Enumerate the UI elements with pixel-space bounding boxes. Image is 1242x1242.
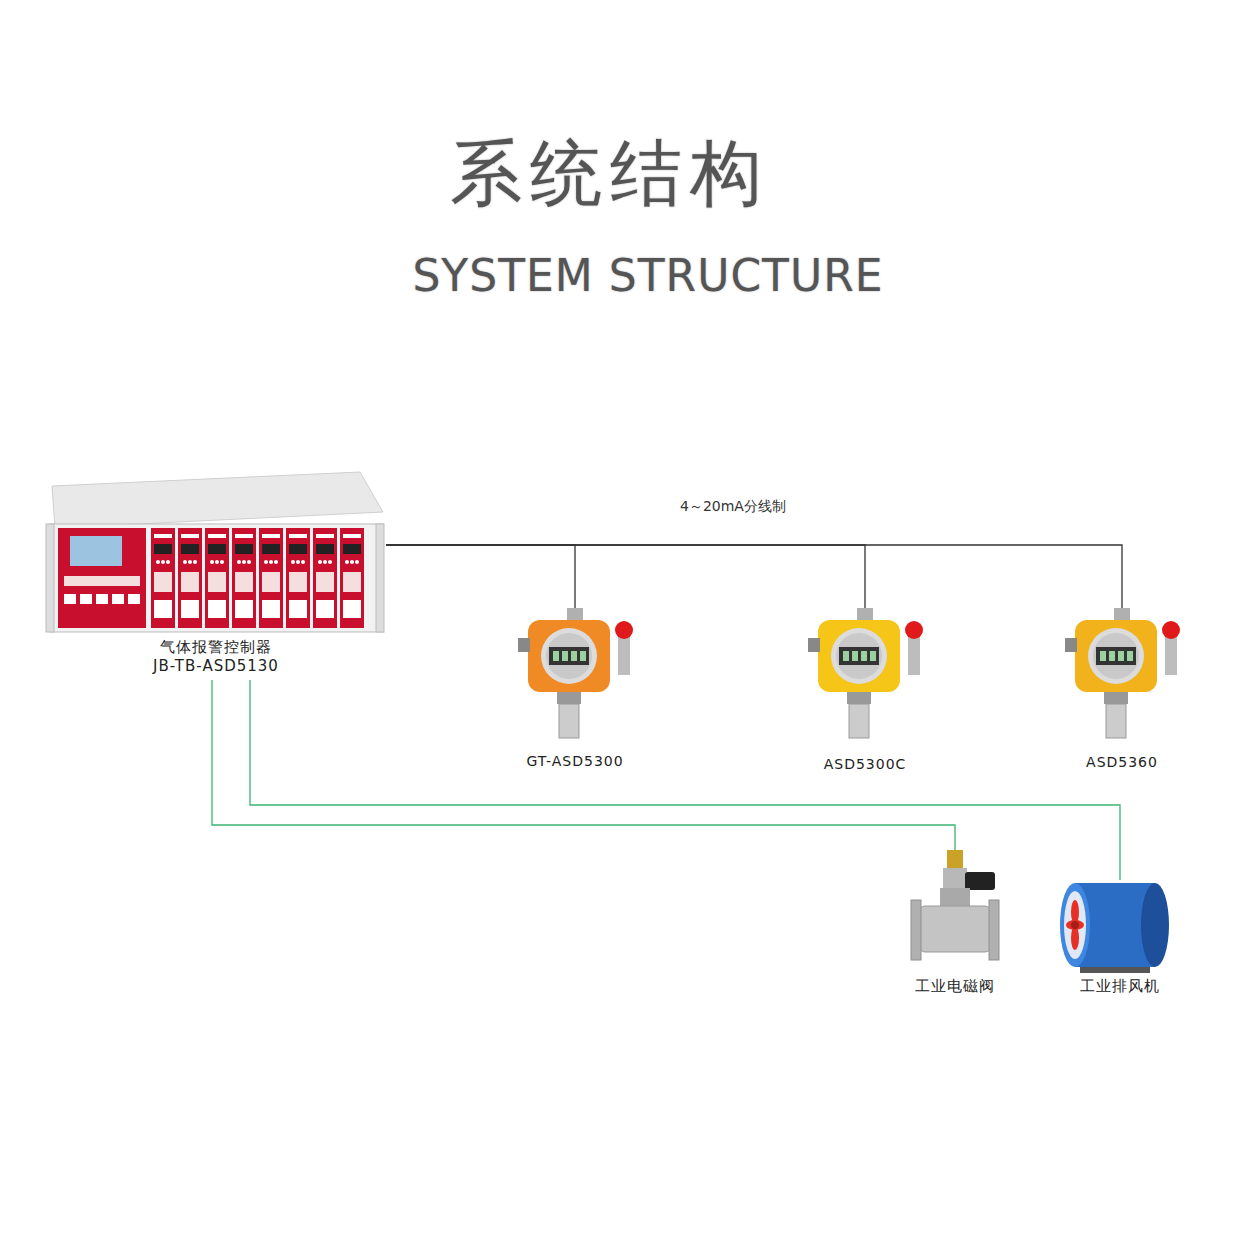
detector-node: ASD5360 (1052, 608, 1192, 776)
controller-node: 气体报警控制器JB-TB-ASD5130 (46, 476, 386, 680)
picture-space (1052, 608, 1192, 754)
connector-wire (250, 680, 1120, 880)
illustration-part (151, 528, 175, 628)
device-caption: ASD5300C (795, 756, 935, 774)
detector-illustrations (518, 608, 1180, 738)
illustration-part (80, 594, 92, 604)
illustration-part (376, 524, 384, 632)
illustration-part (808, 608, 923, 738)
controller-illustration (46, 472, 384, 632)
illustration-part (943, 868, 967, 888)
illustration-part (518, 608, 633, 738)
device-caption: GT-ASD5300 (505, 753, 645, 771)
picture-space (505, 608, 645, 753)
connector-wire (212, 680, 955, 850)
valve-node: 工业电磁阀 (895, 850, 1015, 1000)
illustration-part (64, 594, 76, 604)
picture-space (795, 608, 935, 756)
illustration-part (940, 888, 970, 906)
device-caption: 工业排风机 (1060, 977, 1180, 996)
illustration-part (340, 528, 364, 628)
connector-wire (386, 545, 1122, 608)
illustration-part (1066, 920, 1084, 930)
illustration-part (989, 900, 999, 960)
connector-wire (386, 545, 575, 608)
fan-node: 工业排风机 (1060, 880, 1180, 1000)
illustration-part (965, 872, 995, 890)
device-caption: 工业电磁阀 (895, 977, 1015, 996)
illustration-part (52, 472, 383, 528)
illustration-part (1071, 921, 1079, 929)
detector-node: GT-ASD5300 (505, 608, 645, 775)
picture-space (895, 850, 1015, 977)
illustration-part (286, 528, 310, 628)
wiring-note: 4～20mA分线制 (680, 498, 786, 515)
illustration-part (96, 594, 108, 604)
illustration-part (70, 536, 122, 566)
picture-space (46, 476, 386, 638)
illustration-part (112, 594, 124, 604)
illustration-part (1065, 608, 1180, 738)
illustration-part (58, 528, 146, 628)
illustration-part (313, 528, 337, 628)
illustration-part (178, 528, 202, 628)
illustration-part (919, 906, 991, 952)
illustration-part (50, 524, 383, 632)
device-caption: ASD5360 (1052, 754, 1192, 772)
diagram-subtitle: SYSTEM STRUCTURE (412, 250, 883, 303)
connector-wire (386, 545, 865, 608)
illustration-part (205, 528, 229, 628)
illustration-part (232, 528, 256, 628)
illustration-part (259, 528, 283, 628)
illustration-part (911, 900, 921, 960)
detector-node: ASD5300C (795, 608, 935, 778)
device-caption: 气体报警控制器 (46, 638, 386, 657)
illustration-part (64, 576, 140, 586)
fan-illustration (1060, 883, 1169, 973)
illustration-part (46, 524, 54, 632)
illustration-part (1080, 967, 1150, 973)
illustration-part (1064, 891, 1086, 959)
illustration-part (1141, 883, 1169, 967)
valve-illustration (911, 850, 999, 960)
illustration-part (1060, 883, 1090, 967)
illustration-part (128, 594, 140, 604)
diagram-title: 系统结构 (450, 130, 770, 216)
illustration-part (947, 850, 963, 868)
picture-space (1060, 880, 1180, 977)
device-caption: JB-TB-ASD5130 (46, 657, 386, 676)
